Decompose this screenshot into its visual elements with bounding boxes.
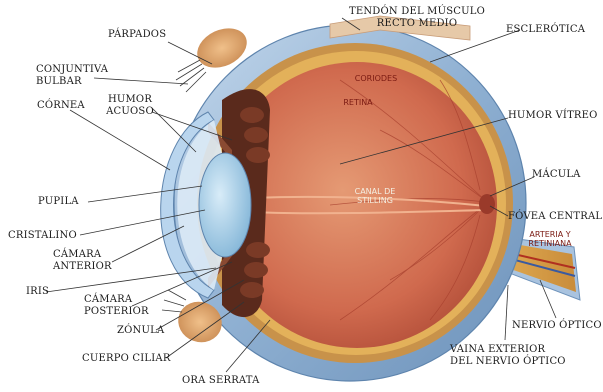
label-tendon-line1: TENDÓN DEL MÚSCULO — [342, 6, 492, 18]
label-humor-vitreo: HUMOR VÍTREO — [508, 110, 598, 122]
label-vaina-line2: DEL NERVIO ÓPTICO — [450, 356, 566, 368]
label-humor-acuoso-line1: HUMOR — [100, 94, 160, 106]
inner-label-retina: RETINA — [338, 98, 378, 107]
label-humor-acuoso-line2: ACUOSO — [100, 106, 160, 118]
inner-label-arteria-line2: RETINIANA — [520, 239, 580, 248]
label-camara-anterior-line2: ANTERIOR — [53, 261, 112, 273]
lens-shape — [199, 153, 251, 257]
label-pupila: PUPILA — [38, 196, 79, 208]
label-camara-posterior-line2: POSTERIOR — [84, 306, 149, 318]
label-parpados: PÁRPADOS — [108, 29, 166, 41]
fovea-region — [479, 194, 495, 214]
label-vaina-line1: VAINA EXTERIOR — [450, 344, 545, 356]
label-iris: IRIS — [26, 286, 49, 298]
label-cuerpo-ciliar: CUERPO CILIAR — [82, 353, 171, 365]
label-tendon-line2: RECTO MEDIO — [342, 18, 492, 30]
label-fovea: FÓVEA CENTRAL — [508, 211, 602, 223]
label-esclerotica: ESCLERÓTICA — [506, 24, 585, 36]
label-conjuntiva-line1: CONJUNTIVA — [36, 64, 108, 76]
label-conjuntiva-line2: BULBAR — [36, 76, 82, 88]
inner-label-coroides: CORIODES — [346, 74, 406, 83]
label-cornea: CÓRNEA — [37, 100, 85, 112]
label-nervio-optico: NERVIO ÓPTICO — [512, 320, 602, 332]
label-camara-posterior-line1: CÁMARA — [84, 294, 132, 306]
label-macula: MÁCULA — [532, 169, 581, 181]
label-camara-anterior-line1: CÁMARA — [53, 249, 101, 261]
inner-label-canal-line1: CANAL DE — [345, 187, 405, 196]
inner-label-arteria-line1: ARTERIA Y — [520, 230, 580, 239]
inner-label-canal-line2: STILLING — [345, 196, 405, 205]
label-zonula: ZÓNULA — [117, 325, 164, 337]
label-ora-serrata: ORA SERRATA — [182, 375, 260, 387]
label-cristalino: CRISTALINO — [8, 230, 77, 242]
